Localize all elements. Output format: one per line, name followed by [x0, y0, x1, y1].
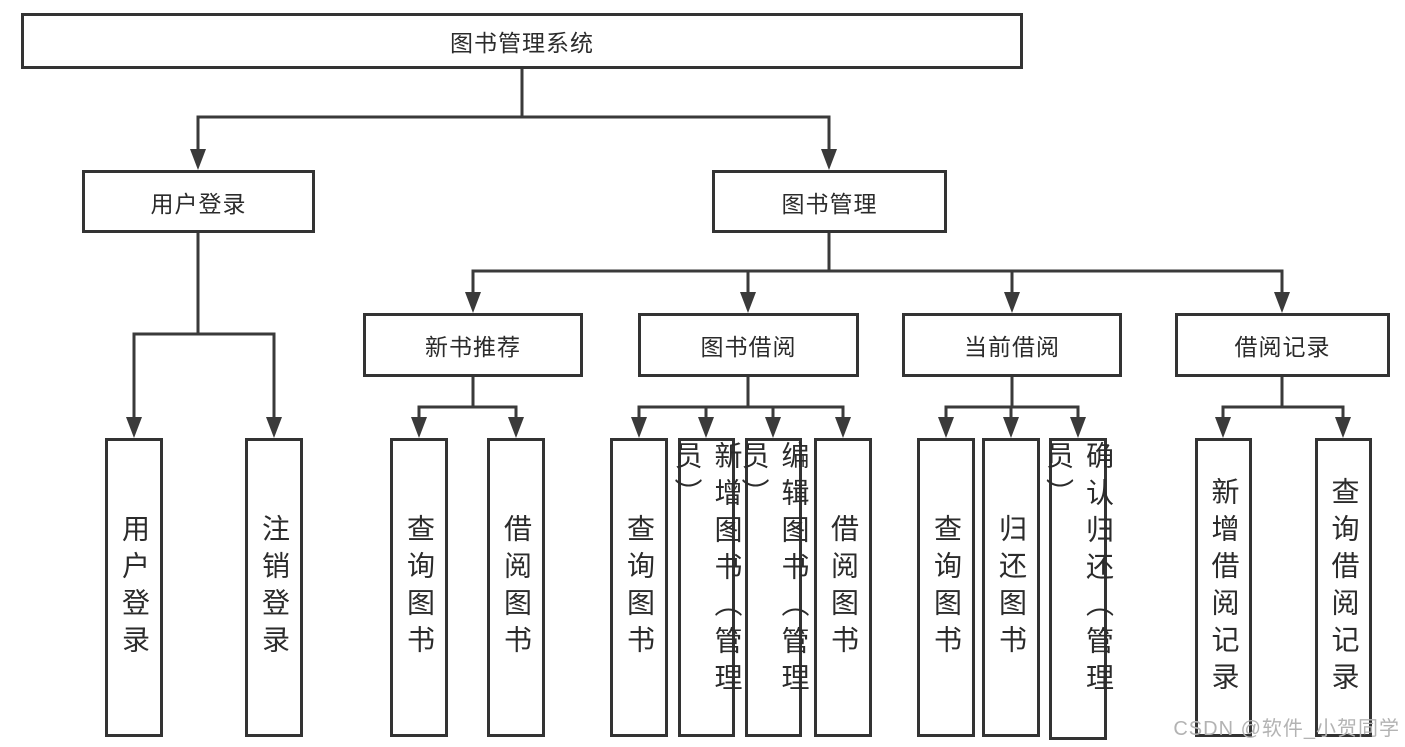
leaf-logout: 注销登录 — [245, 438, 303, 737]
leaf-query-borrow-record: 查询借阅记录 — [1315, 438, 1372, 737]
leaf-query-books-recommend: 查询图书 — [390, 438, 448, 737]
leaf-query-books-borrowing: 查询图书 — [610, 438, 668, 737]
csdn-watermark: CSDN @软件_小贺同学 — [1173, 718, 1400, 740]
node-borrowing-records: 借阅记录 — [1175, 313, 1390, 377]
node-book-borrowing: 图书借阅 — [638, 313, 859, 377]
leaf-borrow-books-borrowing: 借阅图书 — [814, 438, 872, 737]
leaf-user-login: 用户登录 — [105, 438, 163, 737]
leaf-confirm-return-admin: 确认归还（管理员） — [1043, 438, 1114, 740]
node-book-management: 图书管理 — [712, 170, 947, 233]
node-new-book-recommend: 新书推荐 — [363, 313, 583, 377]
node-user-login: 用户登录 — [82, 170, 315, 233]
leaf-query-books-current: 查询图书 — [917, 438, 975, 737]
leaf-borrow-books-recommend: 借阅图书 — [487, 438, 545, 737]
leaf-add-book-admin: 新增图书（管理员） — [672, 438, 743, 737]
node-current-borrowing: 当前借阅 — [902, 313, 1122, 377]
leaf-return-book: 归还图书 — [982, 438, 1040, 737]
node-root: 图书管理系统 — [21, 13, 1023, 69]
leaf-add-borrow-record: 新增借阅记录 — [1195, 438, 1252, 737]
leaf-edit-book-admin: 编辑图书（管理员） — [739, 438, 810, 737]
